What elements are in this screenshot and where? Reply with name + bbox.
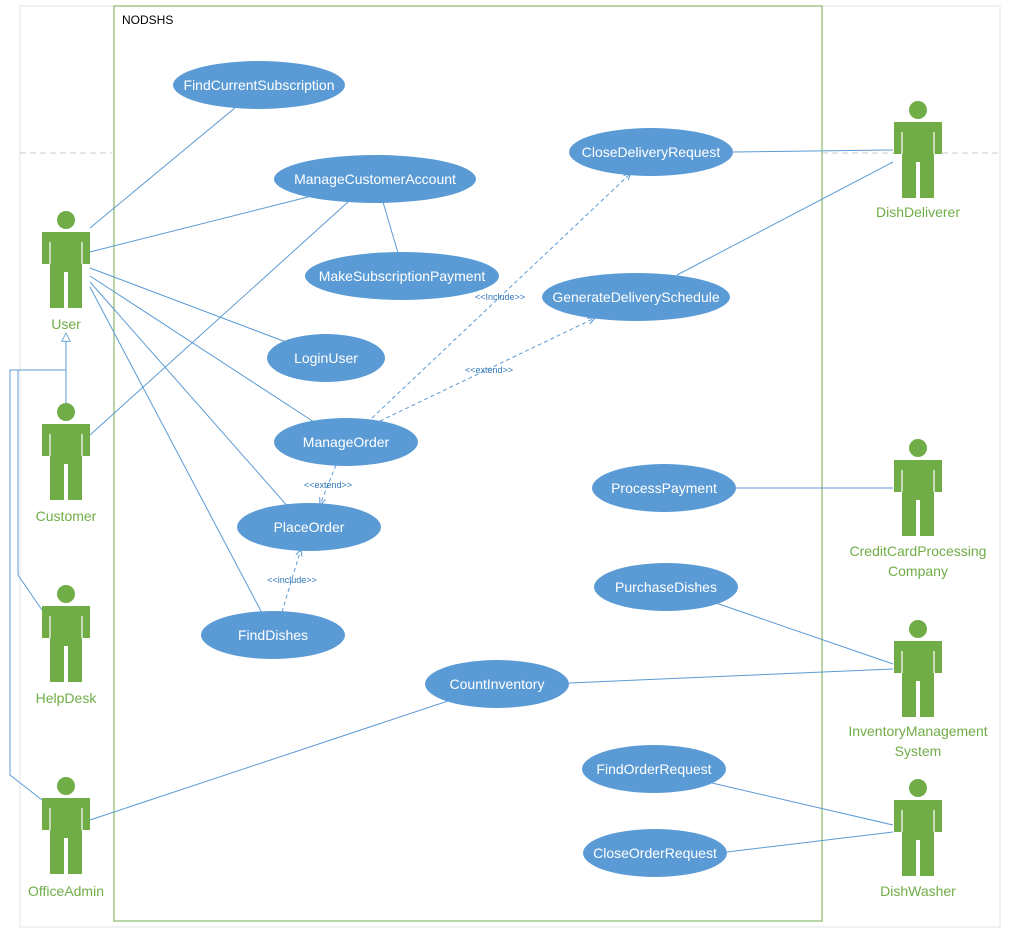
use-case-shape [237, 503, 381, 551]
use-case-label: GenerateDeliverySchedule [552, 289, 720, 305]
use-case-shape [569, 128, 733, 176]
assoc-customer-managecustomeraccount [89, 201, 349, 436]
assoc-user-finddishes [89, 286, 263, 614]
actor-label-helpdesk: HelpDesk [36, 690, 98, 706]
actor-dishdeliverer[interactable]: DishDeliverer [876, 100, 960, 220]
include-label-closedeliveryrequest: <<Include>> [475, 292, 525, 302]
assoc-user-findcurrentsubscription [89, 106, 237, 229]
use-case-shape [274, 418, 418, 466]
use-case-loginuser[interactable]: LoginUser [267, 334, 385, 382]
use-case-label: FindCurrentSubscription [184, 77, 335, 93]
actor-dishwasher[interactable]: DishWasher [880, 778, 956, 899]
customer-actor-icon [41, 402, 91, 501]
dishwasher-actor-icon [893, 778, 943, 877]
use-case-label: ManageCustomerAccount [294, 171, 456, 187]
use-case-shape [267, 334, 385, 382]
extend-label-placeorder: <<extend>> [304, 480, 352, 490]
use-case-label: LoginUser [294, 350, 358, 366]
actor-creditcardprocessingcompany[interactable]: CreditCardProcessing Company [850, 438, 987, 579]
include-manageorder-closedeliveryrequest [371, 173, 631, 419]
use-case-label: ManageOrder [303, 434, 390, 450]
use-case-label: PurchaseDishes [615, 579, 717, 595]
helpdesk-actor-icon [41, 584, 91, 683]
assoc-dishdeliverer-closedeliveryrequest [732, 149, 894, 153]
use-case-shape [274, 155, 476, 203]
use-case-manageorder[interactable]: ManageOrder [274, 418, 418, 466]
actor-label-customer: Customer [36, 508, 97, 524]
ims-actor-icon [893, 619, 943, 718]
use-case-makesubscriptionpayment[interactable]: MakeSubscriptionPayment [305, 252, 499, 300]
generalization-officeadmin-user [9, 369, 66, 801]
actor-label-dishdeliverer: DishDeliverer [876, 204, 960, 220]
use-case-shape [425, 660, 569, 708]
actor-label-user: User [51, 316, 81, 332]
use-case-label: PlaceOrder [274, 519, 345, 535]
use-case-label: FindOrderRequest [596, 761, 711, 777]
officeadmin-actor-icon [41, 776, 91, 875]
actor-label-dishwasher: DishWasher [880, 883, 956, 899]
use-case-closeorderrequest[interactable]: CloseOrderRequest [583, 829, 727, 877]
actor-officeadmin[interactable]: OfficeAdmin [28, 776, 104, 899]
assoc-user-placeorder [89, 281, 291, 510]
assoc-user-managecustomeraccount [89, 196, 309, 253]
use-case-generatedeliveryschedule[interactable]: GenerateDeliverySchedule [542, 273, 730, 321]
use-case-finddishes[interactable]: FindDishes [201, 611, 345, 659]
use-case-findorderrequest[interactable]: FindOrderRequest [582, 745, 726, 793]
generalization-lines [9, 333, 66, 801]
actor-inventorymanagementsystem[interactable]: InventoryManagement System [848, 619, 988, 759]
dependency-lines [281, 173, 631, 613]
use-case-countinventory[interactable]: CountInventory [425, 660, 569, 708]
use-case-shape [592, 464, 736, 512]
assoc-managecustomeraccount-makesubscriptionpayment [382, 201, 399, 254]
assoc-user-manageorder [89, 275, 315, 423]
extend-manageorder-generatedeliveryschedule [379, 318, 595, 422]
assoc-dishwasher-closeorderrequest [726, 831, 894, 853]
use-case-purchasedishes[interactable]: PurchaseDishes [594, 563, 738, 611]
assoc-user-loginuser [89, 267, 287, 343]
use-case-shape [173, 61, 345, 109]
use-case-label: CountInventory [450, 676, 545, 692]
include-finddishes-placeorder [281, 549, 301, 613]
use-case-label: CloseOrderRequest [593, 845, 717, 861]
actor-helpdesk[interactable]: HelpDesk [36, 584, 98, 706]
assoc-ims-purchasedishes [715, 602, 894, 665]
use-case-placeorder[interactable]: PlaceOrder [237, 503, 381, 551]
use-case-label: FindDishes [238, 627, 308, 643]
use-case-label: MakeSubscriptionPayment [319, 268, 486, 284]
actor-label-officeadmin: OfficeAdmin [28, 883, 104, 899]
use-case-shape [542, 273, 730, 321]
outer-frame [19, 5, 1001, 928]
use-case-shape [582, 745, 726, 793]
include-label-finddishes: <<include>> [267, 575, 317, 585]
use-case-shape [305, 252, 499, 300]
use-case-shape [583, 829, 727, 877]
use-case-label: ProcessPayment [611, 480, 717, 496]
user-actor-icon [41, 210, 91, 309]
use-case-shape [201, 611, 345, 659]
dishdeliverer-actor-icon [893, 100, 943, 199]
assoc-dishwasher-findorderrequest [711, 782, 894, 826]
assoc-dishdeliverer-generatedeliveryschedule [676, 161, 894, 276]
system-boundary [113, 5, 823, 922]
use-case-findcurrentsubscription[interactable]: FindCurrentSubscription [173, 61, 345, 109]
association-lines [89, 106, 894, 853]
use-case-closedeliveryrequest[interactable]: CloseDeliveryRequest [569, 128, 733, 176]
actor-label-ims-line1: InventoryManagement [848, 723, 987, 739]
use-case-shape [594, 563, 738, 611]
use-case-processpayment[interactable]: ProcessPayment [592, 464, 736, 512]
extend-label-generatedeliveryschedule: <<extend>> [465, 365, 513, 375]
actor-user[interactable]: User [41, 210, 91, 332]
assoc-ims-countinventory [568, 668, 894, 684]
actor-label-ccpc-line1: CreditCardProcessing [850, 543, 987, 559]
assoc-officeadmin-countinventory [89, 700, 449, 821]
actor-label-ccpc-line2: Company [888, 563, 948, 579]
extend-manageorder-placeorder [320, 464, 337, 505]
use-case-managecustomeraccount[interactable]: ManageCustomerAccount [274, 155, 476, 203]
system-title: NODSHS [122, 13, 173, 27]
actor-label-ims-line2: System [895, 743, 942, 759]
actor-customer[interactable]: Customer [36, 402, 97, 524]
use-case-label: CloseDeliveryRequest [582, 144, 721, 160]
ccpc-actor-icon [893, 438, 943, 537]
